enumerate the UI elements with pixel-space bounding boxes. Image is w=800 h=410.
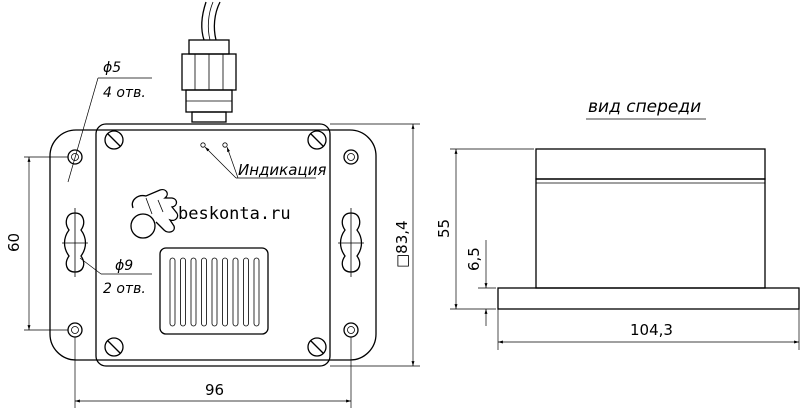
brand-logo [130,188,179,239]
vent-slot [232,257,239,327]
dimension-front-height-value: 55 [435,219,453,238]
hole-large-leader [79,257,152,275]
mounting-flange [49,129,377,361]
vent-slot [169,257,176,327]
hole-large-diameter: ϕ9 [115,258,133,274]
indication-label: Индикация [238,161,326,179]
led-indicator-2 [222,142,228,148]
dimension-height-value: 60 [5,233,23,252]
vent-slot [222,257,228,327]
hole-small-diameter: ϕ5 [103,60,121,76]
keyhole-slot-left [62,208,88,277]
brand-name: beskonta.ru [178,204,291,224]
keyhole-slot-right [338,208,364,277]
cable-gland [181,39,237,123]
front-cover [535,148,766,180]
mounting-hole-bottom-left [67,322,83,338]
screw-top-left [104,130,124,150]
screw-top-right [307,130,327,150]
housing-body [95,123,331,367]
dimension-front-base-value: 6,5 [465,247,483,271]
led-indicator-1 [200,142,206,148]
top-view: beskonta.ru Индикация ϕ5 4 отв. ϕ9 2 отв… [5,1,420,408]
vent-slot [201,257,207,327]
front-view: вид спереди 55 6,5 104,3 [435,97,800,350]
vent-grille-frame [159,247,269,335]
vent-slot [180,257,186,327]
screw-bottom-left [104,337,124,357]
screw-bottom-right [307,337,327,357]
dimension-height-left [24,156,68,331]
vent-slot [253,257,260,327]
hole-small-count: 4 отв. [103,85,146,101]
front-body [535,178,766,289]
dimension-front-width [497,309,800,350]
dimension-front-height [450,148,534,310]
dimension-width-value: 96 [205,381,224,399]
mounting-hole-top-right [343,149,359,165]
cable [201,1,221,41]
dimension-square [330,123,420,367]
vent-slot [243,257,249,327]
dimension-front-width-value: 104,3 [630,321,673,339]
dimension-width-bottom [74,337,352,408]
dimension-front-base [478,240,496,326]
front-flange [497,287,800,310]
indication-leader [204,146,316,179]
vent-slot [190,257,197,327]
front-view-title: вид спереди [588,97,701,117]
hole-small-leader [67,77,152,183]
dimension-square-value: □83,4 [393,220,411,268]
vent-grille [159,247,269,335]
mounting-hole-bottom-right [343,322,359,338]
hole-large-count: 2 отв. [103,281,146,297]
vent-slot [211,257,218,327]
